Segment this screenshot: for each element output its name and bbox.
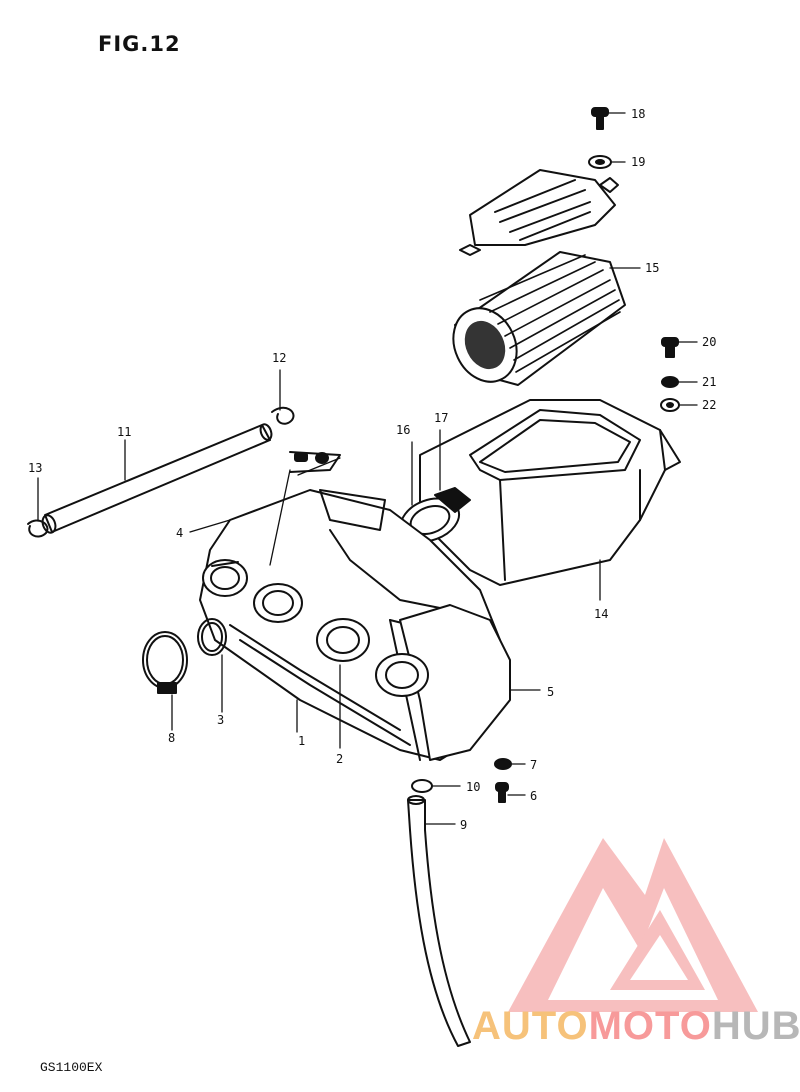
callout-17: 17 — [434, 411, 448, 425]
callout-13: 13 — [28, 461, 42, 475]
washer-21-icon — [661, 376, 679, 388]
airbox-side-5 — [399, 604, 511, 761]
watermark-text: AUTOMOTOHUB — [472, 1004, 800, 1049]
breather-pipe — [41, 423, 273, 534]
air-cleaner-case — [419, 399, 681, 586]
callout-6: 6 — [530, 789, 537, 803]
watermark-moto: MOTO — [588, 1004, 712, 1048]
callout-22: 22 — [702, 398, 716, 412]
intake-boot-4 — [375, 653, 429, 697]
callout-9: 9 — [460, 818, 467, 832]
bolt-6-icon — [495, 782, 509, 803]
callout-1: 1 — [298, 734, 305, 748]
model-code: GS1100EX — [40, 1060, 103, 1075]
filter-cover-plate — [459, 169, 619, 256]
intake-boot-3 — [316, 618, 370, 662]
callout-21: 21 — [702, 375, 716, 389]
callout-labels: 1 2 3 4 5 6 7 8 9 10 11 12 13 14 15 16 1… — [28, 107, 716, 832]
watermark-logo — [508, 838, 758, 1012]
intake-boot-1 — [202, 559, 248, 597]
callout-14: 14 — [594, 607, 608, 621]
callout-7: 7 — [530, 758, 537, 772]
intake-boot-2 — [253, 583, 303, 623]
callout-11: 11 — [117, 425, 131, 439]
washer-22-icon — [660, 398, 680, 412]
nut-7-icon — [494, 758, 512, 770]
washer-19-icon — [588, 155, 612, 169]
watermark-auto: AUTO — [472, 1004, 589, 1048]
callout-12: 12 — [272, 351, 286, 365]
ring-3-icon — [197, 618, 227, 656]
clip-12-icon — [271, 406, 295, 425]
callout-10: 10 — [466, 780, 480, 794]
callout-20: 20 — [702, 335, 716, 349]
air-filter-element — [452, 251, 626, 386]
cap-10-icon — [411, 779, 433, 793]
drain-tube-9 — [407, 795, 471, 1047]
callout-2: 2 — [336, 752, 343, 766]
callout-8: 8 — [168, 731, 175, 745]
callout-5: 5 — [547, 685, 554, 699]
figure-title: FIG.12 — [98, 32, 181, 56]
callout-18: 18 — [631, 107, 645, 121]
watermark-hub: HUB — [711, 1004, 800, 1048]
callout-16: 16 — [396, 423, 410, 437]
leader-lines — [37, 112, 698, 825]
callout-19: 19 — [631, 155, 645, 169]
bolt-small-icon — [289, 451, 341, 473]
screw-18-icon — [591, 107, 609, 130]
clamp-8-icon — [142, 631, 188, 694]
callout-15: 15 — [645, 261, 659, 275]
bolt-20-icon — [661, 337, 679, 358]
callout-3: 3 — [217, 713, 224, 727]
callout-4: 4 — [176, 526, 183, 540]
clip-13-icon — [27, 519, 49, 538]
